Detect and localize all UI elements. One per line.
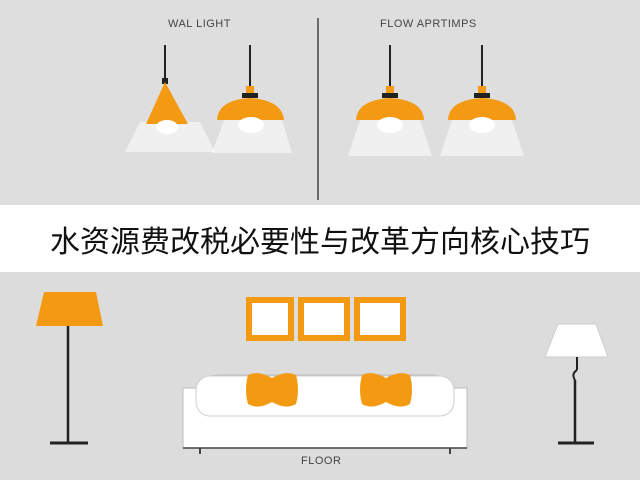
wall-light-label: WAL LIGHT — [168, 18, 231, 30]
picture-frame-icon — [246, 297, 294, 341]
floor-lamp-icon — [544, 323, 609, 445]
sofa-icon — [182, 374, 468, 454]
headline-text: 水资源费改税必要性与改革方向核心技巧 — [50, 224, 590, 260]
dome-pendant-lamp-icon — [348, 45, 432, 156]
cone-pendant-lamp-icon — [125, 45, 215, 152]
cushion-icon — [246, 373, 298, 407]
floor-lamp-icon — [36, 292, 103, 445]
flow-apartments-label: FLOW APRTIMPS — [380, 18, 477, 30]
picture-frame-icon — [354, 297, 406, 341]
dome-pendant-lamp-icon — [212, 45, 292, 153]
cushion-icon — [360, 373, 412, 407]
floor-label: FLOOR — [301, 455, 342, 467]
picture-frame-icon — [298, 297, 350, 341]
dome-pendant-lamp-icon — [440, 45, 524, 156]
top-illustration-panel — [0, 0, 640, 205]
headline-banner: 水资源费改税必要性与改革方向核心技巧 — [0, 205, 640, 272]
